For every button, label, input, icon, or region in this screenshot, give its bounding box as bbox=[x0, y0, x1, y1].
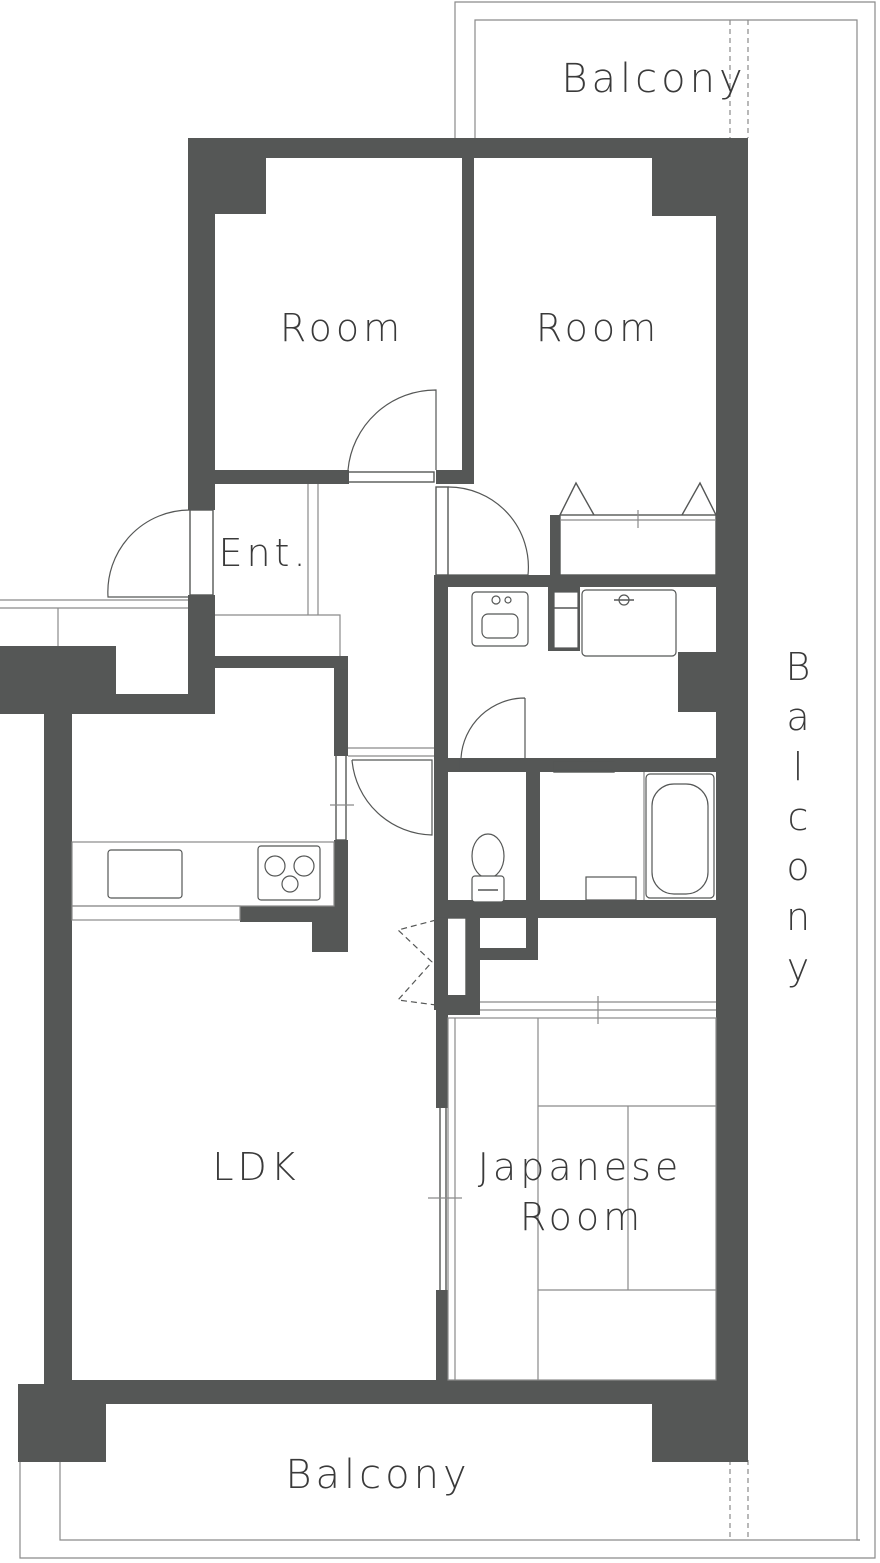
label-ldk: LDK bbox=[212, 1145, 299, 1189]
bedroom-left-door bbox=[347, 389, 437, 471]
closet-folding-door bbox=[396, 919, 437, 1006]
toilet-room bbox=[448, 772, 526, 903]
entrance-area bbox=[0, 484, 434, 757]
entrance-door-swing bbox=[107, 509, 191, 598]
japanese-room-tatami bbox=[428, 996, 717, 1381]
balcony-outline-bottom bbox=[19, 1462, 860, 1559]
label-room-left: Room bbox=[280, 306, 404, 350]
label-japanese-room-line2: Room bbox=[520, 1195, 644, 1239]
washroom-fixtures bbox=[471, 589, 677, 657]
label-entrance: Ent. bbox=[218, 531, 309, 575]
label-balcony-right: Balcony bbox=[776, 645, 820, 995]
washing-machine bbox=[581, 589, 677, 657]
bedroom-closet bbox=[559, 481, 717, 576]
label-balcony-bottom: Balcony bbox=[285, 1452, 470, 1498]
doors bbox=[330, 389, 615, 1006]
label-japanese-room-line1: Japanese bbox=[478, 1145, 683, 1189]
ldk-door bbox=[351, 759, 433, 836]
kitchen-sink bbox=[107, 849, 183, 899]
toilet-bowl bbox=[471, 833, 505, 879]
wall-corners bbox=[0, 138, 748, 1390]
bedroom-right-door bbox=[447, 486, 529, 576]
washroom-door bbox=[460, 697, 526, 759]
room-fills bbox=[72, 158, 716, 1380]
kitchen bbox=[71, 841, 335, 921]
bathroom bbox=[540, 761, 716, 901]
label-room-right: Room bbox=[536, 306, 660, 350]
label-balcony-top: Balcony bbox=[561, 56, 746, 102]
